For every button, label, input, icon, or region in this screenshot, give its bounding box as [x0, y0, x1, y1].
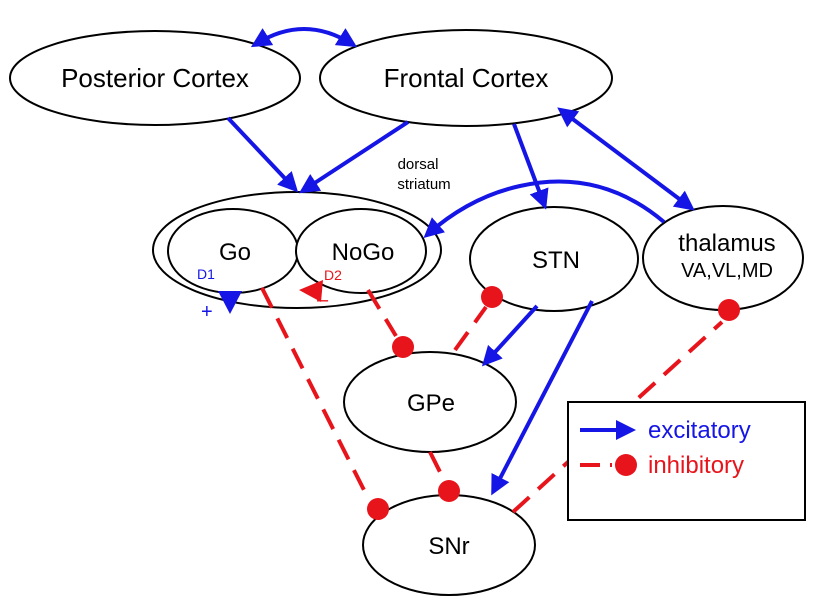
- go-label: Go: [219, 239, 251, 266]
- posterior-cortex-label: Posterior Cortex: [61, 63, 249, 93]
- inhibit-nogo-to-gpe: [366, 288, 414, 358]
- legend-excitatory-label: excitatory: [648, 417, 751, 444]
- dorsal-striatum-label-line1: dorsal: [398, 156, 439, 173]
- node-stn: STN: [469, 206, 639, 312]
- snr-label: SNr: [428, 533, 469, 560]
- node-posterior-cortex: Posterior Cortex: [9, 30, 301, 126]
- thalamus-nuclei-label: VA,VL,MD: [681, 260, 773, 282]
- arrow-posterior-to-striatum: [226, 116, 299, 193]
- legend-inhibitory-label: inhibitory: [648, 452, 744, 479]
- inhibit-gpe-to-snr: [428, 451, 460, 502]
- d2-sign: –: [317, 289, 329, 311]
- dorsal-striatum-label-line2: striatum: [397, 176, 450, 193]
- stn-label: STN: [532, 247, 580, 274]
- node-go: Go: [167, 208, 299, 294]
- legend: excitatory inhibitory: [567, 401, 806, 521]
- frontal-cortex-label: Frontal Cortex: [384, 63, 549, 93]
- node-gpe: GPe: [343, 351, 517, 453]
- arrow-frontal-to-striatum: [298, 120, 410, 194]
- arrow-thalamus-to-striatum: [423, 179, 666, 238]
- inhibit-gpe-to-stn: [453, 286, 503, 352]
- arrow-frontal-to-stn: [512, 123, 549, 210]
- arrow-cortex-bidirectional: [250, 27, 358, 48]
- inhibit-go-to-snr: [260, 287, 389, 520]
- arrow-stn-to-gpe: [481, 304, 539, 367]
- gpe-label: GPe: [407, 390, 455, 417]
- node-snr: SNr: [362, 494, 536, 596]
- arrow-frontal-thalamus-bidirectional: [557, 107, 695, 211]
- thalamus-label: thalamus: [678, 230, 775, 257]
- d2-label: D2: [324, 267, 342, 283]
- d1-label: D1: [197, 266, 215, 282]
- legend-inhibitory-dot-icon: [615, 454, 637, 476]
- node-nogo: NoGo: [295, 208, 427, 294]
- nogo-label: NoGo: [332, 239, 395, 266]
- d1-sign: +: [201, 301, 213, 323]
- node-frontal-cortex: Frontal Cortex: [319, 29, 613, 127]
- node-thalamus: thalamus VA,VL,MD: [642, 205, 804, 311]
- d2-arrowhead-icon: [299, 280, 323, 302]
- arrow-stn-to-snr: [491, 300, 594, 496]
- d1-arrowhead-icon: [218, 291, 242, 314]
